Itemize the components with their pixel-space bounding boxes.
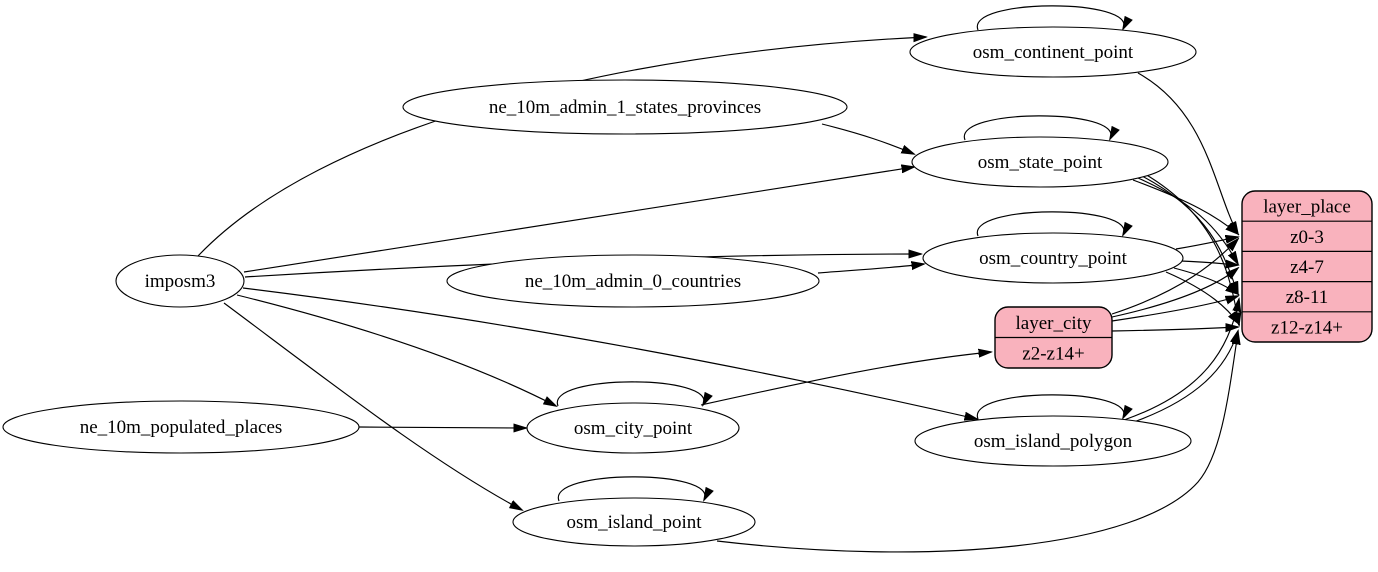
table-node-shape	[512, 497, 756, 547]
layer-zoom-row-label: z8-11	[1286, 287, 1329, 308]
table-node-label: osm_state_point	[978, 152, 1103, 173]
layer-zoom-row-label: z0-3	[1290, 227, 1324, 248]
edge-osm_island_point-to-layer_place-z12-z14+	[716, 332, 1238, 553]
node-ne_10m_admin_1_states_provinces: ne_10m_admin_1_states_provinces	[402, 79, 848, 135]
table-node-shape	[911, 136, 1169, 188]
edge-osm_state_point-to-layer_place-z8-11	[1141, 175, 1238, 294]
edge-layer_city-to-layer_place-z8-11	[1111, 296, 1238, 322]
edge-layer_city-to-layer_place-z0-3	[1111, 239, 1238, 315]
edge-imposm3-to-osm_island_polygon	[242, 287, 977, 419]
node-layer_city: layer_city z2-z14+	[994, 306, 1113, 369]
edge-ne_10m_admin_1_states_provinces-to-osm_state_point	[821, 123, 914, 154]
layer-node-header: layer_city	[1016, 313, 1092, 334]
table-node-shape	[914, 415, 1192, 467]
table-node-shape	[402, 79, 848, 135]
edge-ne_10m_populated_places-to-osm_city_point	[358, 427, 526, 428]
edge-imposm3-to-osm_continent_point	[197, 37, 926, 257]
table-node-label: osm_island_polygon	[974, 431, 1133, 452]
layer-zoom-row-label: z4-7	[1290, 257, 1324, 278]
node-osm_island_point: osm_island_point	[512, 497, 756, 547]
table-node-label: osm_country_point	[979, 248, 1127, 269]
node-layer_place: layer_place z0-3 z4-7 z8-11 z12-z14+	[1241, 190, 1373, 343]
table-node-label: osm_city_point	[574, 418, 693, 439]
edge-osm_island_polygon-to-osm_island_polygon	[977, 394, 1124, 419]
edge-osm_continent_point-to-layer_place-z0-3	[1137, 72, 1238, 234]
edge-imposm3-to-osm_city_point	[236, 294, 556, 406]
edge-osm_state_point-to-osm_state_point	[964, 115, 1111, 140]
edge-osm_country_point-to-layer_place-z0-3	[1175, 237, 1238, 250]
node-osm_continent_point: osm_continent_point	[909, 26, 1197, 78]
edge-ne_10m_admin_0_countries-to-osm_country_point	[817, 264, 924, 274]
layer-zoom-row-label: z12-z14+	[1271, 317, 1343, 338]
edge-osm_city_point-to-layer_city-z2-z14+	[700, 352, 991, 406]
edge-osm_island_point-to-osm_island_point	[558, 476, 705, 501]
node-imposm3: imposm3	[115, 254, 245, 308]
table-node-label: osm_continent_point	[973, 42, 1134, 63]
edges-layer	[197, 5, 1239, 553]
edge-osm_island_polygon-to-layer_place-z12-z14+	[1127, 331, 1238, 425]
node-ne_10m_populated_places: ne_10m_populated_places	[2, 400, 360, 454]
edge-osm_island_polygon-to-layer_place-z8-11	[1123, 299, 1239, 421]
table-node-shape	[2, 400, 360, 454]
table-node-label: imposm3	[145, 271, 216, 292]
edge-osm_country_point-to-layer_place-z8-11	[1173, 267, 1238, 294]
table-node-shape	[115, 254, 245, 308]
edge-imposm3-to-osm_state_point	[243, 167, 914, 273]
edge-osm_state_point-to-layer_place-z0-3	[1132, 179, 1238, 234]
edge-osm_country_point-to-osm_country_point	[977, 211, 1124, 236]
table-node-shape	[526, 402, 740, 454]
node-ne_10m_admin_0_countries: ne_10m_admin_0_countries	[446, 254, 820, 308]
node-osm_city_point: osm_city_point	[526, 402, 740, 454]
edge-osm_state_point-to-layer_place-z4-7	[1137, 177, 1238, 264]
table-node-label: osm_island_point	[566, 512, 702, 533]
table-node-label: ne_10m_populated_places	[80, 417, 283, 438]
table-node-label: ne_10m_admin_0_countries	[525, 271, 741, 292]
layer-node-header: layer_place	[1263, 197, 1351, 218]
node-osm_island_polygon: osm_island_polygon	[914, 415, 1192, 467]
edge-layer_city-to-layer_place-z12-z14+	[1111, 327, 1238, 331]
edge-layer_city-to-layer_place-z4-7	[1111, 268, 1238, 318]
table-node-shape	[446, 254, 820, 308]
node-osm_state_point: osm_state_point	[911, 136, 1169, 188]
edge-osm_continent_point-to-osm_continent_point	[977, 5, 1124, 30]
nodes-layer: imposm3 ne_10m_admin_1_states_provincesne…	[2, 26, 1373, 547]
layer-zoom-row-label: z2-z14+	[1022, 343, 1084, 364]
edge-osm_country_point-to-layer_place-z12-z14+	[1165, 271, 1239, 324]
table-node-label: ne_10m_admin_1_states_provinces	[489, 97, 761, 118]
node-osm_country_point: osm_country_point	[922, 232, 1184, 284]
table-node-shape	[922, 232, 1184, 284]
table-node-shape	[909, 26, 1197, 78]
layer-node-shape	[1241, 190, 1373, 343]
edge-imposm3-to-osm_island_point	[223, 302, 522, 510]
edge-osm_country_point-to-layer_place-z4-7	[1180, 261, 1238, 265]
edge-osm_city_point-to-osm_city_point	[557, 381, 704, 406]
